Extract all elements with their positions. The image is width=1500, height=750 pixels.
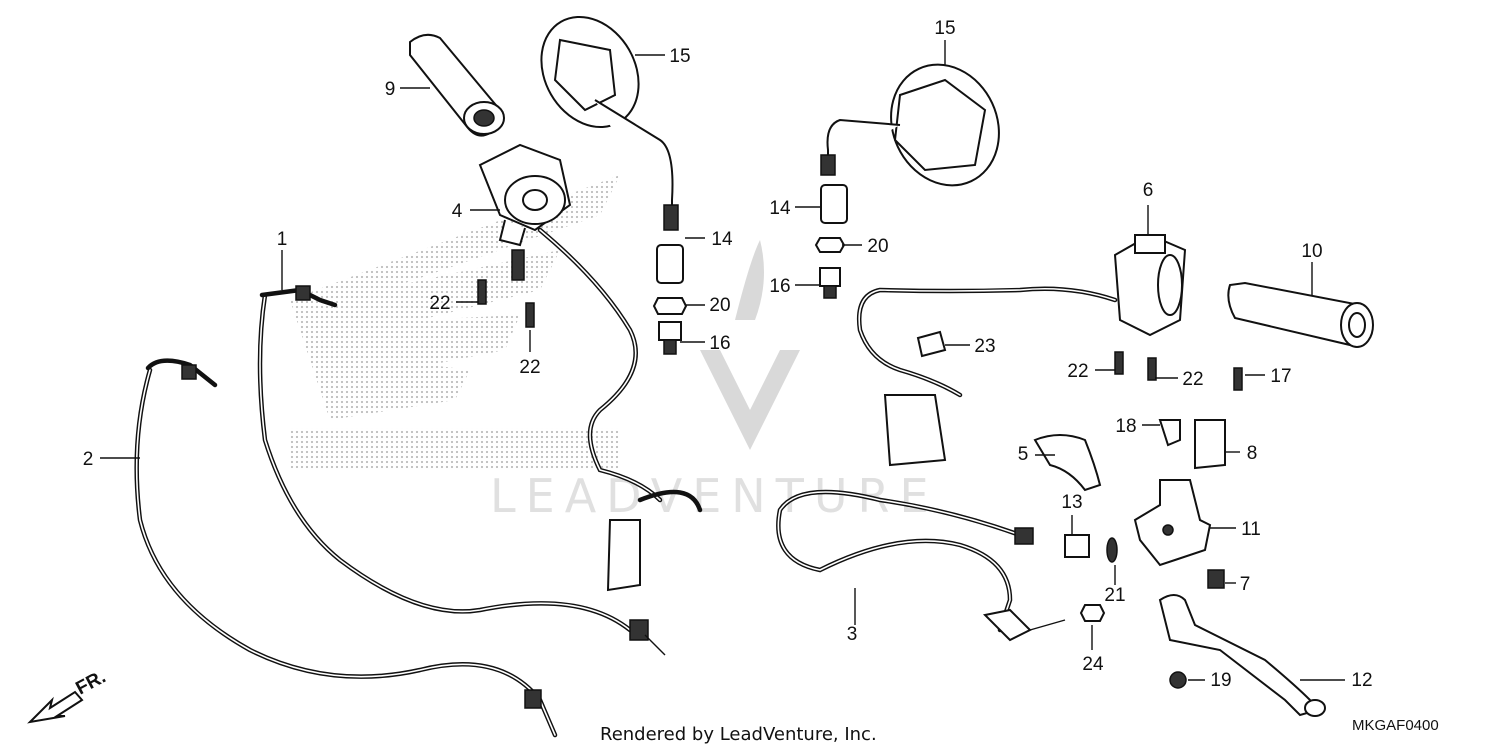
- callout-15-left: 15: [669, 46, 690, 67]
- diagram-code: MKGAF0400: [1352, 717, 1439, 734]
- pivot-bolt: [1158, 419, 1181, 447]
- callout-2: 2: [83, 449, 94, 470]
- callout-21: 21: [1104, 585, 1125, 606]
- callout-14-left: 14: [711, 229, 733, 250]
- callout-22-d: 22: [1182, 369, 1203, 390]
- left-mirror-cover: [656, 244, 684, 284]
- wire-clamp: [916, 330, 947, 358]
- lock-nut: [1079, 604, 1106, 622]
- callout-22-a: 22: [429, 293, 450, 314]
- callout-15-right: 15: [934, 18, 955, 39]
- callout-17: 17: [1270, 366, 1291, 387]
- callout-24: 24: [1082, 654, 1104, 675]
- left-screw-b: [525, 302, 535, 328]
- callout-4: 4: [452, 201, 463, 222]
- callout-3: 3: [847, 624, 858, 645]
- left-adapter: [658, 321, 682, 341]
- callout-19: 19: [1210, 670, 1231, 691]
- throttle-housing: [478, 143, 572, 247]
- cable-adjuster: [1064, 534, 1090, 558]
- callout-23: 23: [974, 336, 995, 357]
- right-mirror-cover: [820, 184, 848, 224]
- callout-8: 8: [1247, 443, 1258, 464]
- callout-10: 10: [1301, 241, 1322, 262]
- callout-7: 7: [1240, 574, 1251, 595]
- callout-18: 18: [1115, 416, 1136, 437]
- right-nut: [814, 237, 846, 253]
- left-connector: [606, 519, 641, 592]
- right-adapter: [819, 267, 841, 287]
- left-screw-a: [477, 279, 487, 305]
- leader-lines: [100, 40, 1345, 681]
- callout-12: 12: [1351, 670, 1372, 691]
- credit-text: Rendered by LeadVenture, Inc.: [600, 724, 877, 745]
- front-arrow-icon: [27, 690, 84, 724]
- right-grip: [1227, 281, 1374, 348]
- right-switch-housing: [1113, 233, 1187, 337]
- front-direction-indicator: FR.: [27, 667, 109, 724]
- clutch-lever-bracket: [1133, 479, 1212, 567]
- callout-22-b: 22: [519, 357, 540, 378]
- left-mirror: [540, 15, 679, 231]
- throttle-clamp-screws: [511, 249, 525, 281]
- callout-16-left: 16: [709, 333, 730, 354]
- clutch-switch: [1207, 569, 1225, 589]
- throttle-cable-close: [134, 367, 558, 738]
- lever-nut: [1169, 671, 1187, 689]
- callout-11: 11: [1241, 519, 1261, 540]
- clutch-lever: [1158, 594, 1326, 717]
- right-mirror: [820, 63, 1000, 187]
- left-nut: [652, 297, 688, 315]
- callout-22-c: 22: [1067, 361, 1088, 382]
- callout-6: 6: [1143, 180, 1154, 201]
- spring-washer: [1106, 537, 1118, 563]
- wing-logo-watermark: [290, 175, 620, 470]
- leadventure-watermark: LEADVENTURE: [490, 240, 929, 523]
- callout-9: 9: [385, 79, 396, 100]
- lever-bracket-holder: [1194, 419, 1226, 470]
- callout-13: 13: [1061, 492, 1082, 513]
- bracket-bolt: [1233, 367, 1243, 391]
- callout-20-right: 20: [867, 236, 888, 257]
- callout-16-right: 16: [769, 276, 790, 297]
- callout-20-left: 20: [709, 295, 730, 316]
- right-screw-a: [1114, 351, 1124, 375]
- right-screw-b: [1147, 357, 1157, 381]
- right-connector: [883, 394, 947, 467]
- callout-1: 1: [277, 229, 288, 250]
- throttle-grip: [409, 33, 505, 137]
- callout-labels: 1 2 3 4 5 6 7 8 9 10 11 12 13 14 14 15 1…: [83, 18, 1373, 691]
- lever-cover: [1033, 434, 1102, 492]
- callout-5: 5: [1018, 444, 1029, 465]
- callout-14-right: 14: [769, 198, 791, 219]
